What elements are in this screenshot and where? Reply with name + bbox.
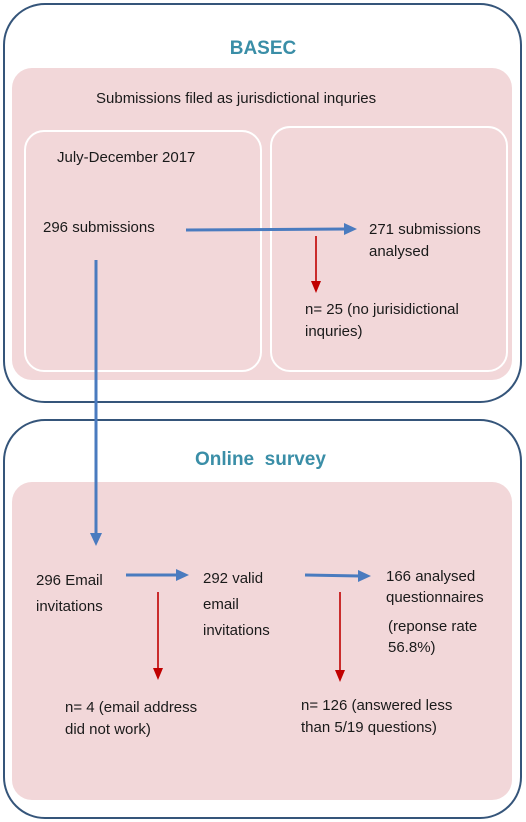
exclusion-arrow-group: [153, 236, 345, 682]
partial-line-1: n= 126 (answered less: [301, 697, 453, 714]
partial-line-2: than 5/19 questions): [301, 719, 437, 736]
analysed-line-1: 271 submissions: [369, 221, 481, 238]
failed-line-1: n= 4 (email address: [65, 699, 198, 716]
submissions-label: 296 submissions: [43, 219, 155, 236]
arrow-submissions-to-analysed: [185, 223, 357, 235]
analysed-line-2: analysed: [369, 243, 430, 260]
submissions-box: [24, 130, 262, 372]
rate-line-1: (reponse rate: [388, 618, 478, 635]
flow-arrow-group: [90, 223, 371, 582]
arrow-submissions-to-invitations: [90, 260, 102, 546]
questionnaires-line-2: questionnaires: [386, 589, 484, 606]
survey-title: Online survey: [195, 449, 326, 470]
invitations-line-1: 296 Email: [36, 572, 103, 589]
basec-subtitle: Submissions filed as jurisdictional inqu…: [96, 90, 377, 107]
invitations-line-2: invitations: [36, 598, 103, 615]
questionnaires-line-1: 166 analysed: [386, 568, 476, 585]
valid-line-3: invitations: [203, 622, 270, 639]
valid-line-2: email: [203, 596, 239, 613]
valid-line-1: 292 valid: [203, 570, 264, 587]
excluded-line-1: n= 25 (no jurisidictional: [305, 301, 459, 318]
rate-line-2: 56.8%): [388, 639, 436, 656]
basec-title: BASEC: [229, 38, 297, 59]
failed-line-2: did not work): [65, 721, 151, 738]
arrow-excluded-126: [335, 592, 345, 682]
arrow-excluded-25: [311, 236, 321, 293]
excluded-line-2: inquries): [305, 323, 363, 340]
period-label: July-December 2017: [57, 149, 196, 166]
analysed-box: [270, 126, 508, 372]
arrow-excluded-4: [153, 592, 163, 680]
arrow-valid-to-questionnaires: [304, 570, 371, 582]
arrow-invitations-to-valid: [126, 569, 189, 581]
